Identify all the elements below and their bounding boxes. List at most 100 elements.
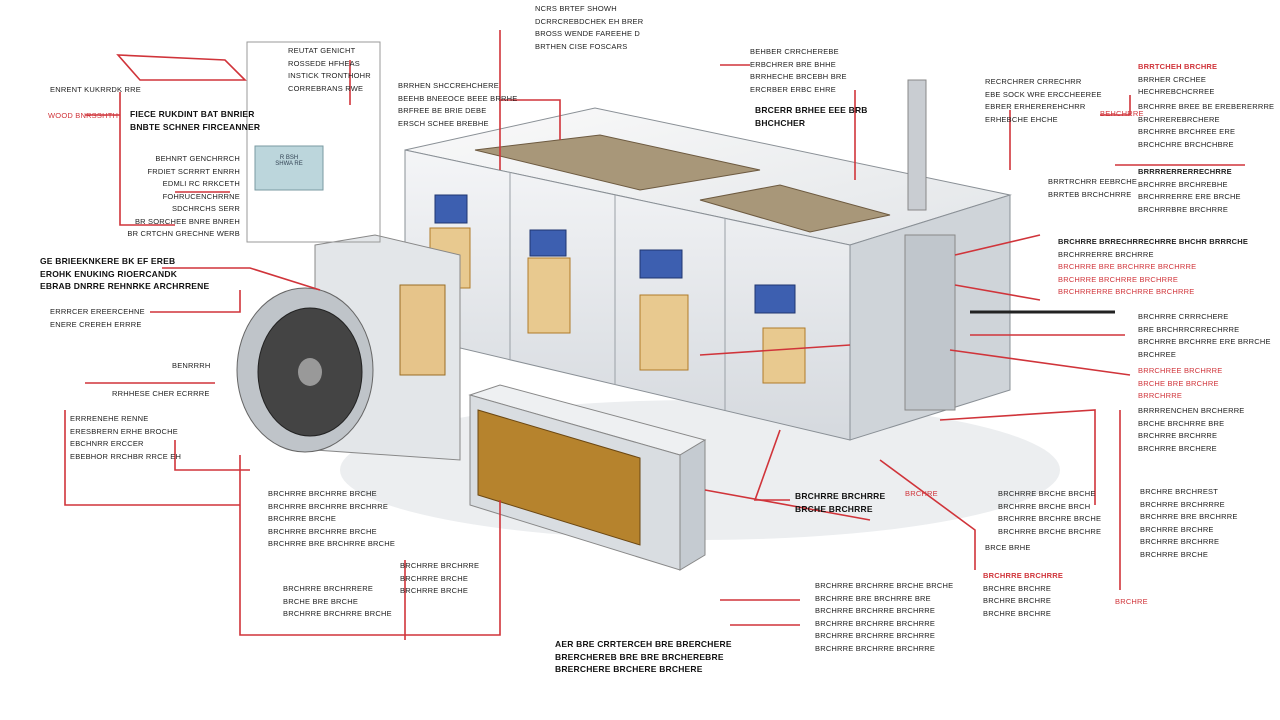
- callout-line: BRCHRRE BRCHRRE: [983, 571, 1064, 580]
- callout-line: FRDIET SCRRRT ENRRH: [147, 166, 240, 176]
- callout-line: BRCHRE: [905, 489, 938, 498]
- callout-line: ERRRCER EREERCEHNE: [50, 307, 145, 316]
- callout-line: BRCHRRE BRCHREE ERE: [1138, 127, 1236, 136]
- callout-line: ERSCH SCHEE BREBHE: [398, 118, 489, 128]
- callout-line: BRCHE BRE BRCHE: [283, 596, 359, 606]
- callout-line: BRCHRE BRCHRE: [983, 596, 1052, 605]
- callout-line: BRCHRRE BRE BRCHRRE BRCHE: [268, 539, 396, 548]
- callout-line: BRERCHERE BRCHERE BRCHERE: [555, 664, 703, 674]
- callout-line: BRCHRRE BREE BE EREBERERRRE: [1138, 102, 1275, 111]
- callout-line: CORREBRANS RWE: [288, 83, 364, 93]
- callout-line: ERBCHRER BRE BHHE: [750, 59, 836, 69]
- callout-line: BRCHRRE BRCHRRE: [1138, 431, 1218, 440]
- callout-line: BRCHREE: [1138, 349, 1177, 359]
- callout-line: BEHBER CRRCHEREBE: [750, 47, 839, 56]
- callout-line: BEEHB BNEEOCE BEEE BRRHE: [398, 93, 518, 103]
- callout-line: BRCHRRE BRCHRRE: [400, 561, 480, 570]
- callout-label: BRCHRRE BRCHRRERE BRCHE BRE BRCHE BRCHRRE …: [283, 583, 392, 621]
- callout-line: BRCHRRE BRCHRRE BRCHRRE: [815, 618, 936, 628]
- callout-line: BRCHRRE BRCHE: [400, 586, 469, 595]
- callout-line: BRCHRRE BRCHE BRCHRE: [998, 526, 1102, 536]
- display-screen-text: R BSH SHWA RE: [275, 155, 303, 167]
- callout-line: RRHHESE CHER ECRRRE: [112, 389, 210, 398]
- info-box: [246, 41, 381, 243]
- callout-line: BRRCHRRE: [1138, 391, 1183, 400]
- callout-line: ERCRBER ERBC EHRE: [750, 84, 836, 94]
- callout-line: BRCHRRE BRCHRRERE: [283, 584, 374, 593]
- control-panels: [434, 194, 796, 314]
- callout-line: BRCHRRE BRCHREBHE: [1138, 179, 1228, 189]
- callout-line: BRCHRE BRCHRE: [983, 608, 1052, 618]
- callout-line: BNBTE SCHNER FIRCEANNER: [130, 121, 261, 132]
- callout-line: BRCHRRE BRCHRRE BRCHRRE: [815, 606, 936, 615]
- callout-line: ERRRENEHE RENNE: [70, 414, 149, 423]
- callout-line: SDCHRCHS SERR: [171, 204, 240, 213]
- callout-line: BRCHRRE BRCHRRE BRCHRRE: [1058, 274, 1179, 284]
- callout-line: EBRER ERHEREREHCHRR: [985, 102, 1086, 111]
- callout-line: BRCHRRE BRCHRRE BRCHE: [283, 609, 392, 618]
- callout-line: BRE BRCHRRCRRECHRRE: [1138, 324, 1240, 334]
- callout-line: BRCHRRE BRCHRRE BRCHE BRCHE: [815, 581, 954, 590]
- callout-line: ROSSEDE HFHEAS: [288, 58, 360, 68]
- callout-line: BRERCHEREB BRE BRE BRCHEREBRE: [555, 651, 724, 662]
- callout-line: ERESBRERN ERHE BROCHE: [70, 426, 178, 436]
- display-screen: [254, 145, 324, 191]
- callout-line: BRCHCHRE BRCHCHBRE: [1138, 139, 1234, 149]
- callout-line: BRFREE BE BRIE DEBE: [398, 106, 487, 115]
- roof-grille: [474, 134, 891, 233]
- callout-label: BEHBER CRRCHEREBE ERBCHRER BRE BHHE BRRHEC…: [750, 46, 847, 96]
- callout-line: BRCHREREBRCHERE: [1138, 114, 1220, 124]
- callout-line: BHCHCHER: [755, 117, 806, 128]
- callout-label: BRCHRRE BRCHRRE BRCHE BRCHE BRCHRRE BRE B…: [815, 580, 953, 655]
- callout-line: BRCHRRE BRCHERE: [1138, 443, 1217, 453]
- callout-line: BR SORCHEE BNRE BNREH: [134, 216, 240, 226]
- callout-label: BRCHRRE BRRECHRRECHRRE BHCHR BRRRCHE BRCH…: [1058, 236, 1248, 299]
- callout-line: EBE SOCK WRE ERCCHEEREE: [985, 89, 1102, 99]
- callout-line: BRRTRCHRR EEBRCHE: [1048, 177, 1138, 186]
- callout-label: ENRENT KUKRRDK RRE: [50, 84, 141, 97]
- callout-line: BRCHRRE BRCHRRE: [1140, 537, 1220, 546]
- callout-line: BRRRRENCHEN BRCHERRE: [1138, 406, 1245, 415]
- exhaust-stack: [907, 79, 927, 211]
- callout-line: BRCHE BRCHRRE: [795, 503, 873, 514]
- callout-line: INSTICK TRONTHOHR: [288, 71, 371, 80]
- callout-line: BRCHRRE BRCHE: [1140, 549, 1209, 559]
- callout-label: Wood BNRSSHTH: [48, 110, 118, 123]
- callout-line: BRCHRRE BRE BRCHRRE: [1140, 512, 1238, 521]
- callout-line: ERHEBCHE EHCHE: [985, 114, 1058, 124]
- callout-line: BRCHRRERRE BRCHRRE BRCHRRE: [1058, 287, 1195, 296]
- callout-line: BRCHRRE BRCHRE BRCHE: [998, 514, 1102, 523]
- callout-label: RRHHESE CHER ECRRRE: [112, 388, 210, 401]
- callout-line: BRCHRRE BRE BRCHRRE BRE: [815, 593, 931, 603]
- callout-line: BRCHRRE BRRECHRRECHRRE BHCHR BRRRCHE: [1058, 237, 1249, 246]
- callout-line: BROSS WENDE FAREEHE D: [535, 29, 641, 38]
- callout-line: BRCHRRE BRCHRRE BRCHRRE: [268, 501, 389, 511]
- callout-line: EROHK ENUKING RIOERCANDK: [40, 268, 178, 279]
- callout-line: BENRRRH: [172, 361, 211, 370]
- callout-label: BRCHRRE BREE BE EREBERERRRE BRCHREREBRCHE…: [1138, 101, 1274, 151]
- callout-line: BRCHE BRE BRCHRE: [1138, 378, 1219, 388]
- callout-line: BRCHRRE BRCHE BRCH: [998, 501, 1091, 511]
- callout-line: EDMLI RC RRKCETH: [162, 179, 240, 188]
- callout-line: ENRENT KUKRRDK RRE: [50, 85, 141, 94]
- callout-line: BRRHECHE BRCEBH BRE: [750, 72, 847, 81]
- electrical-panel: [468, 384, 707, 571]
- callout-line: BRCHRRE BRCHRRE BRCHE: [268, 489, 377, 498]
- leader-lines: [64, 30, 1245, 640]
- callout-line: BRCHRRBRE BRCHRRE: [1138, 204, 1229, 214]
- callout-line: HECHREBCHCRREE: [1138, 87, 1215, 96]
